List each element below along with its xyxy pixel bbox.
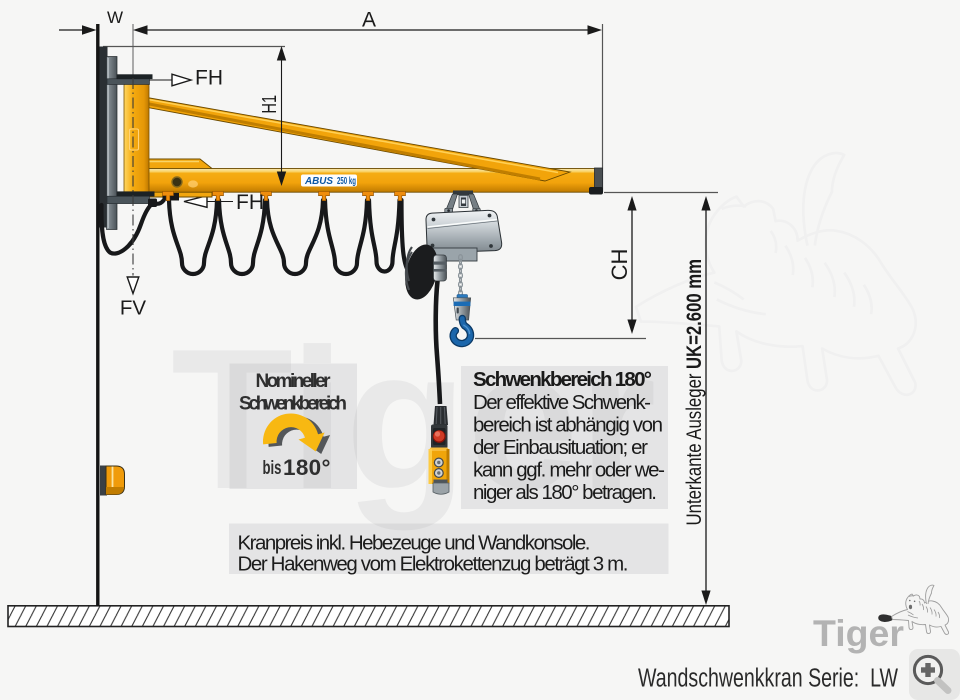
- svg-text:H1: H1: [259, 95, 281, 114]
- svg-text:FV: FV: [120, 297, 147, 320]
- svg-text:250 kg: 250 kg: [337, 176, 356, 187]
- svg-text:Unterkante Ausleger: Unterkante Ausleger: [683, 374, 706, 526]
- svg-text:ABUS: ABUS: [304, 175, 333, 187]
- svg-text:bereich ist abhängig von: bereich ist abhängig von: [473, 414, 663, 437]
- svg-text:UK=2.600 mm: UK=2.600 mm: [683, 259, 706, 369]
- svg-text:A: A: [362, 9, 376, 32]
- svg-text:Schwenkbereich 180°: Schwenkbereich 180°: [473, 368, 652, 391]
- svg-text:Der Hakenweg vom Elektroketten: Der Hakenweg vom Elektrokettenzug beträg…: [238, 553, 629, 576]
- svg-text:der Einbausituation; er: der Einbausituation; er: [473, 436, 648, 459]
- svg-text:FH: FH: [195, 67, 223, 90]
- svg-text:niger als 180° betragen.: niger als 180° betragen.: [473, 481, 657, 504]
- svg-text:Der effektive Schwenk-: Der effektive Schwenk-: [473, 391, 651, 414]
- svg-text:W: W: [107, 8, 123, 27]
- svg-text:Nomineller: Nomineller: [256, 371, 332, 392]
- svg-text:CH: CH: [607, 249, 632, 281]
- svg-text:Schwenkbereich: Schwenkbereich: [239, 394, 347, 415]
- svg-text:kann ggf. mehr oder we-: kann ggf. mehr oder we-: [473, 459, 665, 482]
- svg-text:Wandschwenkkran Serie: LW: Wandschwenkkran Serie: LW: [638, 665, 898, 693]
- svg-text:bis: bis: [263, 458, 282, 479]
- svg-text:180°: 180°: [283, 455, 331, 480]
- svg-text:FH: FH: [236, 191, 264, 214]
- svg-text:Kranpreis inkl. Hebezeuge und: Kranpreis inkl. Hebezeuge und Wandkonsol…: [238, 532, 591, 555]
- svg-text:Tiger: Tiger: [171, 308, 656, 531]
